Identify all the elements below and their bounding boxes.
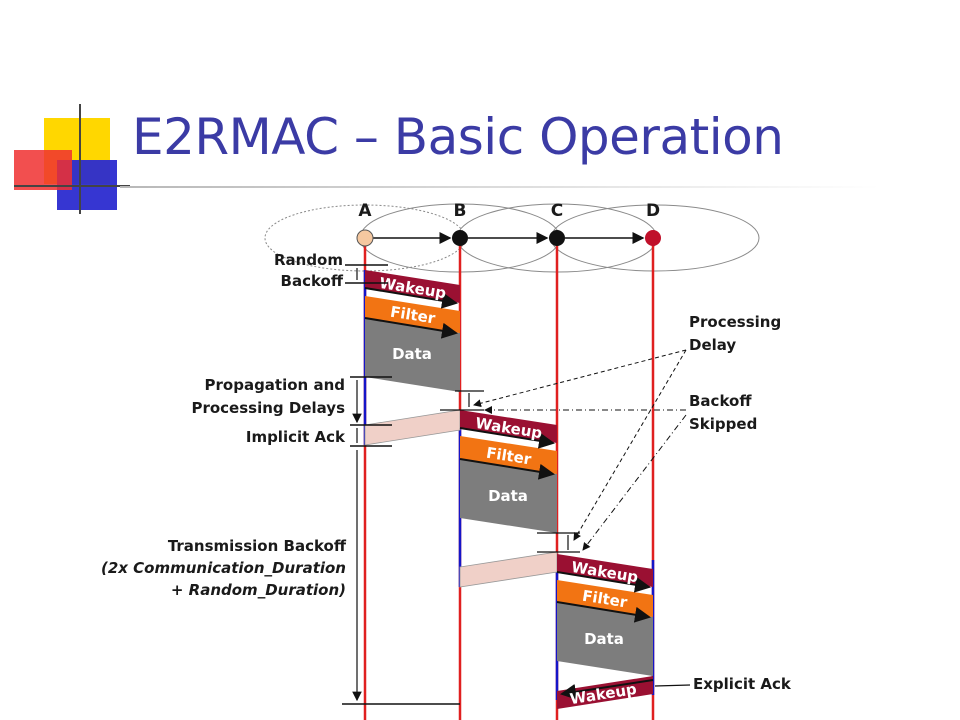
explicit-ack-arrow <box>560 679 654 700</box>
data-label-1: Data <box>392 345 432 363</box>
wakeup-arrow-2 <box>459 427 555 449</box>
filter-arrow-3 <box>556 601 651 623</box>
node-c <box>549 230 565 246</box>
title-underline <box>120 186 880 188</box>
transmission-backoff-label-3: + Random_Duration) <box>171 581 346 599</box>
processing-delay-pointer-1 <box>473 349 687 408</box>
node-label-d: D <box>646 201 660 221</box>
filter-packet-1 <box>365 296 460 333</box>
node-label-b: B <box>454 201 467 221</box>
processing-delay-label-2: Delay <box>689 336 736 354</box>
filter-packet-3 <box>557 580 653 617</box>
wakeup-packet-1 <box>365 270 460 303</box>
wakeup-arrow-3 <box>556 571 651 593</box>
data-packet-3 <box>557 602 653 676</box>
transmission-backoff-label-1: Transmission Backoff <box>168 537 347 555</box>
implicit-ack-packet-2 <box>459 551 558 588</box>
slide-logo <box>14 104 130 214</box>
slide-title: E2RMAC – Basic Operation <box>132 108 784 166</box>
filter-arrow-1 <box>364 317 458 339</box>
wakeup-arrow-1 <box>364 287 458 309</box>
processing-delay-pointer-2 <box>573 349 687 541</box>
node-a <box>356 229 374 247</box>
logo-red-square <box>14 150 72 190</box>
processing-delay-label-1: Processing <box>689 313 781 331</box>
wakeup-packet-2 <box>460 410 557 443</box>
implicit-ack-packet <box>364 409 461 446</box>
node-d <box>645 230 661 246</box>
propagation-label-2: Processing Delays <box>191 399 345 417</box>
explicit-ack-wakeup-label: Wakeup <box>569 680 639 708</box>
data-label-2: Data <box>488 487 528 505</box>
random-backoff-label-2: Backoff <box>281 272 344 290</box>
node-b <box>452 230 468 246</box>
random-backoff-label-1: Random <box>274 251 343 269</box>
data-packet-1 <box>365 318 460 392</box>
implicit-ack-label: Implicit Ack <box>246 428 346 446</box>
wakeup-label-3: Wakeup <box>570 558 640 586</box>
transmission-backoff-label-2: (2x Communication_Duration <box>101 559 346 577</box>
explicit-ack-pointer <box>654 684 691 687</box>
filter-packet-2 <box>460 436 557 474</box>
propagation-label-1: Propagation and <box>205 376 345 394</box>
backoff-skipped-pointer-2 <box>582 414 687 551</box>
node-label-c: C <box>551 201 563 221</box>
explicit-ack-label: Explicit Ack <box>693 675 792 693</box>
data-label-3: Data <box>584 630 624 648</box>
node-label-a: A <box>358 201 372 221</box>
backoff-skipped-label-2: Skipped <box>689 415 757 433</box>
wakeup-label-1: Wakeup <box>378 274 448 302</box>
data-packet-2 <box>460 459 557 533</box>
filter-arrow-2 <box>459 458 555 480</box>
wakeup-label-2: Wakeup <box>474 414 544 442</box>
backoff-skipped-label-1: Backoff <box>689 392 752 410</box>
wakeup-packet-3 <box>557 554 653 587</box>
